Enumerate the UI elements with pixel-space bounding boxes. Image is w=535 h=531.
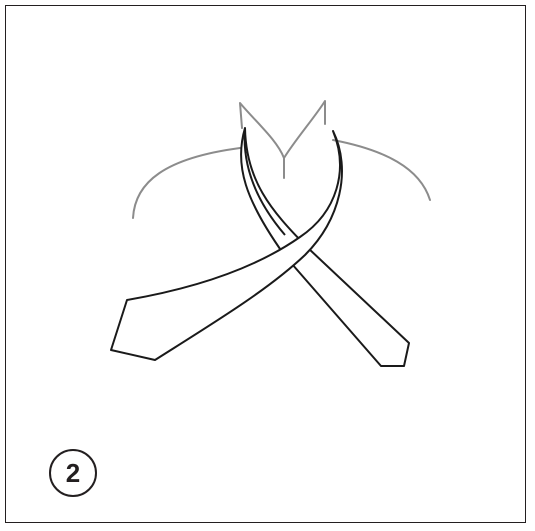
tie-narrow-end (241, 128, 409, 366)
tie-crossed-icon (111, 128, 409, 366)
tie-wide-blade (111, 131, 342, 360)
step-number: 2 (66, 458, 80, 489)
shirt-shoulder-left (133, 148, 240, 218)
shirt-collar-icon (133, 101, 430, 218)
collar-right-point (284, 101, 325, 158)
shirt-shoulder-right (333, 140, 430, 200)
step-number-badge: 2 (49, 449, 97, 497)
